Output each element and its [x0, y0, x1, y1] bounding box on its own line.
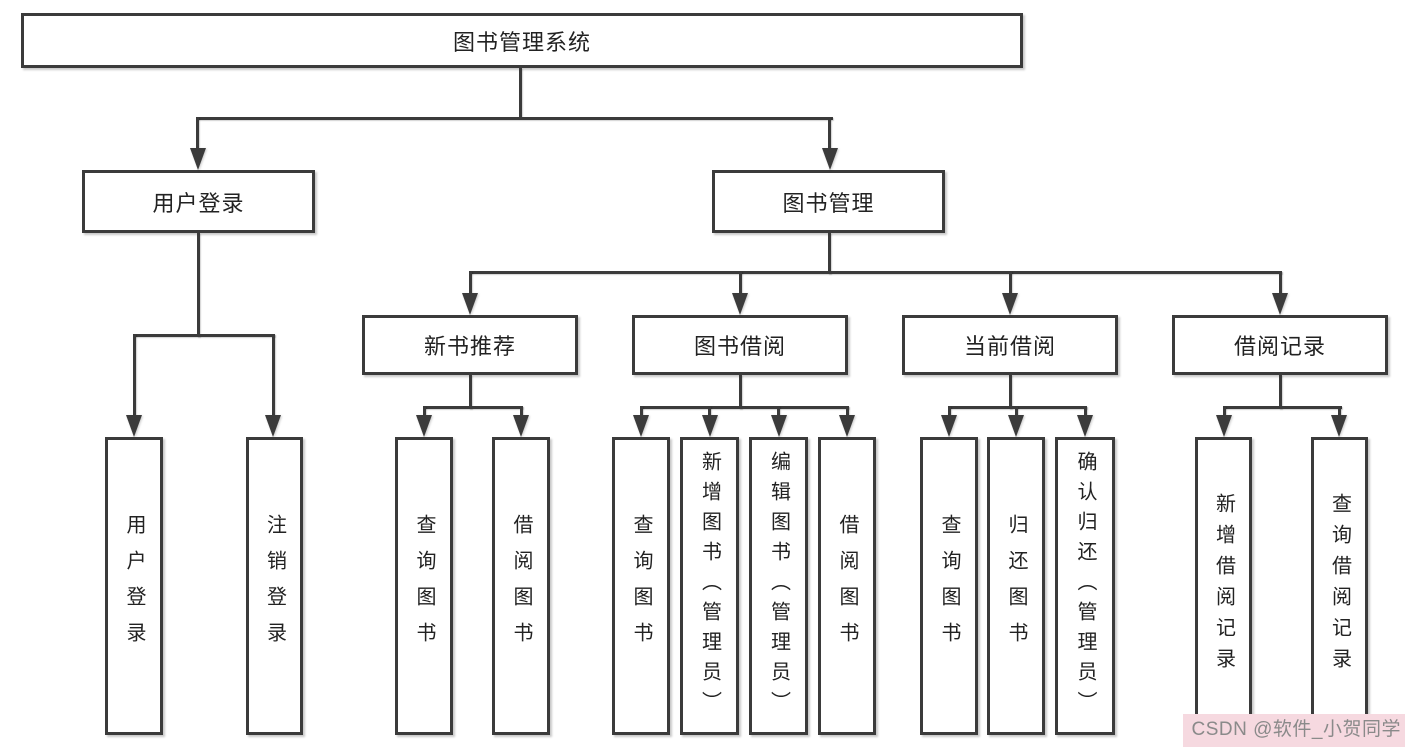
leaf-return-books-label: 归还图书 — [1005, 514, 1027, 658]
connector-line — [828, 233, 831, 274]
connector-line — [423, 406, 523, 409]
leaf-add-books-admin-label: 新增图书（管理员） — [698, 451, 721, 721]
node-book-borrow: 图书借阅 — [632, 315, 848, 375]
connector-line — [640, 406, 849, 409]
arrow-down-icon — [190, 148, 206, 170]
arrow-down-icon — [822, 148, 838, 170]
connector-line — [1338, 406, 1341, 418]
leaf-query-borrow-record-label: 查询借阅记录 — [1328, 493, 1351, 679]
arrow-down-icon — [771, 415, 787, 437]
connector-line — [739, 271, 742, 295]
node-new-book-recommend: 新书推荐 — [362, 315, 578, 375]
node-root-label: 图书管理系统 — [452, 29, 591, 55]
node-borrow-records: 借阅记录 — [1172, 315, 1388, 375]
connector-line — [469, 271, 472, 295]
leaf-borrow-books-recommend-label: 借阅图书 — [510, 514, 532, 658]
arrow-down-icon — [126, 415, 142, 437]
connector-line — [469, 375, 472, 409]
leaf-return-books: 归还图书 — [987, 437, 1045, 735]
leaf-add-borrow-record-label: 新增借阅记录 — [1212, 493, 1235, 679]
arrow-down-icon — [839, 415, 855, 437]
connector-line — [1279, 375, 1282, 409]
leaf-logout: 注销登录 — [246, 437, 303, 735]
arrow-down-icon — [462, 293, 478, 315]
arrow-down-icon — [265, 415, 281, 437]
connector-line — [1015, 406, 1018, 418]
connector-line — [948, 406, 951, 418]
connector-line — [1223, 406, 1342, 409]
connector-line — [196, 117, 833, 120]
arrow-down-icon — [1002, 293, 1018, 315]
leaf-edit-books-admin: 编辑图书（管理员） — [749, 437, 808, 735]
node-borrow-records-label: 借阅记录 — [1233, 334, 1326, 359]
connector-line — [519, 68, 522, 118]
connector-line — [1009, 375, 1012, 409]
arrow-down-icon — [513, 415, 529, 437]
connector-line — [1009, 271, 1012, 295]
leaf-confirm-return-admin-label: 确认归还（管理员） — [1074, 451, 1096, 721]
arrow-down-icon — [1331, 415, 1347, 437]
leaf-borrow-books: 借阅图书 — [818, 437, 876, 735]
arrow-down-icon — [416, 415, 432, 437]
arrow-down-icon — [732, 293, 748, 315]
leaf-query-books-current: 查询图书 — [920, 437, 978, 735]
leaf-query-books-current-label: 查询图书 — [938, 514, 960, 658]
arrow-down-icon — [633, 415, 649, 437]
leaf-edit-books-admin-label: 编辑图书（管理员） — [767, 451, 790, 721]
watermark-highlight — [1183, 714, 1405, 747]
connector-line — [423, 406, 426, 418]
connector-line — [739, 375, 742, 409]
leaf-add-borrow-record: 新增借阅记录 — [1195, 437, 1252, 735]
node-new-book-recommend-label: 新书推荐 — [423, 334, 516, 359]
arrow-down-icon — [1272, 293, 1288, 315]
node-book-management-label: 图书管理 — [782, 190, 875, 216]
connector-line — [133, 334, 136, 417]
arrow-down-icon — [941, 415, 957, 437]
connector-line — [1084, 406, 1087, 418]
leaf-user-login: 用户登录 — [105, 437, 163, 735]
connector-line — [1279, 271, 1282, 295]
watermark: CSDN @软件_小贺同学 — [1191, 719, 1401, 740]
node-current-borrow: 当前借阅 — [902, 315, 1118, 375]
node-book-borrow-label: 图书借阅 — [693, 334, 786, 359]
leaf-borrow-books-recommend: 借阅图书 — [492, 437, 550, 735]
connector-line — [1223, 406, 1226, 418]
connector-line — [777, 406, 780, 418]
connector-line — [828, 117, 831, 150]
leaf-query-books-recommend: 查询图书 — [395, 437, 453, 735]
leaf-confirm-return-admin: 确认归还（管理员） — [1055, 437, 1115, 735]
connector-line — [272, 334, 275, 417]
connector-line — [640, 406, 643, 418]
connector-line — [520, 406, 523, 418]
leaf-user-login-label: 用户登录 — [123, 514, 145, 658]
leaf-query-books-recommend-label: 查询图书 — [413, 514, 435, 658]
connector-line — [197, 233, 200, 337]
arrow-down-icon — [1077, 415, 1093, 437]
arrow-down-icon — [1216, 415, 1232, 437]
connector-line — [196, 117, 199, 150]
connector-line — [133, 334, 275, 337]
leaf-query-books-borrow: 查询图书 — [612, 437, 670, 735]
connector-line — [469, 271, 1282, 274]
arrow-down-icon — [1008, 415, 1024, 437]
leaf-borrow-books-label: 借阅图书 — [836, 514, 858, 658]
leaf-logout-label: 注销登录 — [263, 514, 286, 658]
leaf-query-books-borrow-label: 查询图书 — [630, 514, 652, 658]
node-current-borrow-label: 当前借阅 — [963, 334, 1056, 359]
node-user-login-label: 用户登录 — [152, 190, 245, 216]
arrow-down-icon — [702, 415, 718, 437]
node-user-login: 用户登录 — [82, 170, 315, 233]
connector-line — [846, 406, 849, 418]
leaf-add-books-admin: 新增图书（管理员） — [680, 437, 739, 735]
node-root: 图书管理系统 — [21, 13, 1023, 68]
leaf-query-borrow-record: 查询借阅记录 — [1311, 437, 1368, 735]
connector-line — [708, 406, 711, 418]
node-book-management: 图书管理 — [712, 170, 945, 233]
